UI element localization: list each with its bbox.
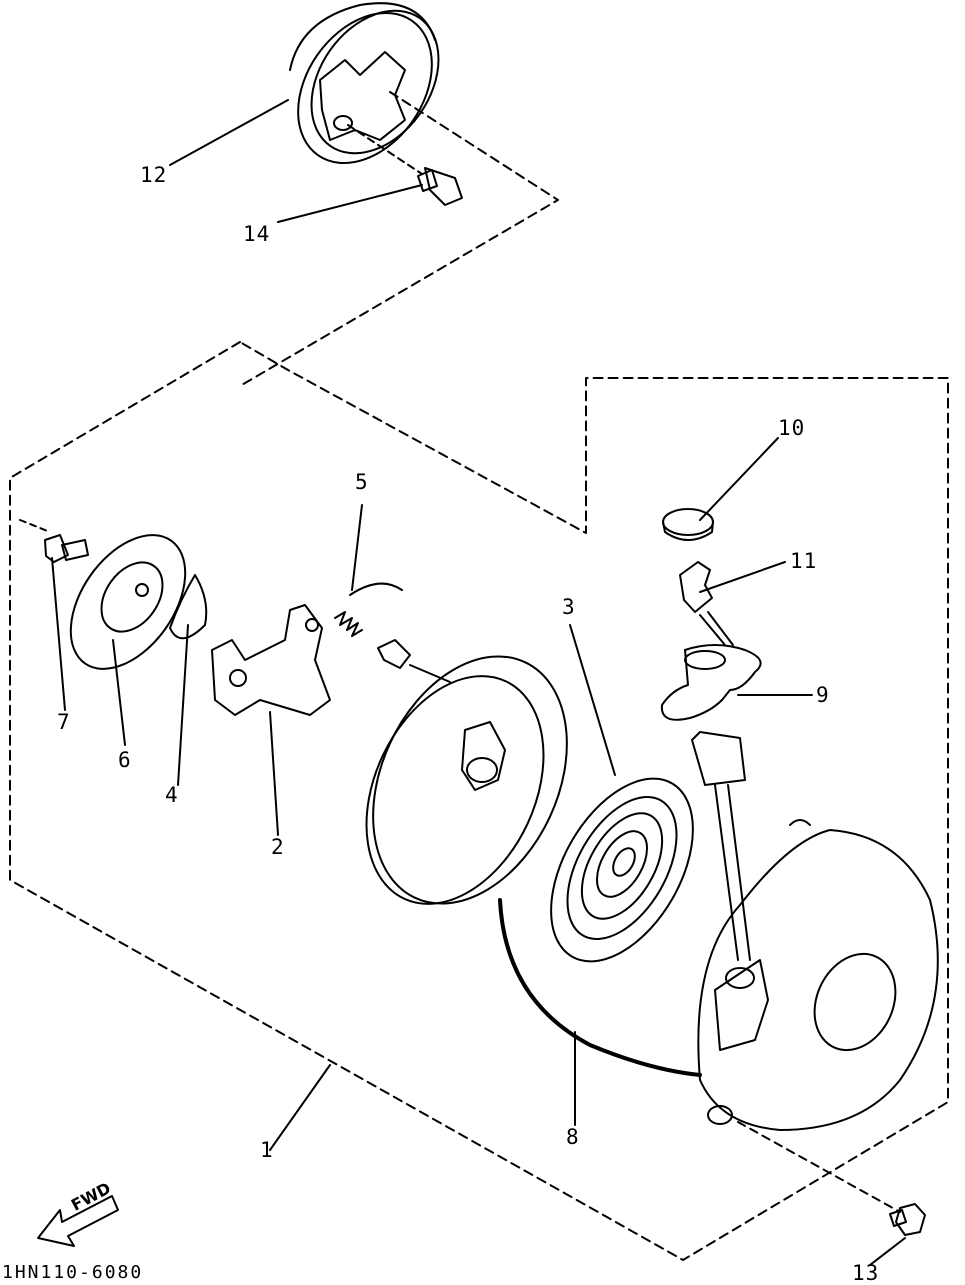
plate-6-drawing: [69, 534, 187, 670]
callout-7: 7: [57, 710, 71, 734]
callout-6: 6: [118, 748, 132, 772]
callout-4: 4: [165, 783, 179, 807]
recoil-spring-3-drawing: [550, 777, 694, 963]
callout-9: 9: [816, 683, 830, 707]
leader-4: [177, 624, 189, 786]
drawing-code: 1HN110-6080: [2, 1262, 144, 1283]
pawl-2-drawing: [211, 604, 331, 716]
rope-end-drawing: [377, 639, 411, 669]
leader-3: [569, 624, 616, 776]
callout-11: 11: [790, 549, 818, 573]
callout-5: 5: [355, 470, 369, 494]
leader-10: [699, 437, 779, 521]
clip-4-drawing: [169, 574, 208, 640]
assembly-boundary: [9, 341, 949, 1261]
starter-pulley-drawing: [289, 2, 440, 164]
projection-line-bottom: [737, 1121, 901, 1213]
callout-14: 14: [243, 222, 271, 246]
cap-10-drawing: [662, 508, 714, 541]
handle-9-drawing: [660, 611, 762, 786]
leader-13: [869, 1237, 906, 1266]
leader-6: [112, 639, 126, 746]
rope-8-drawing: [498, 898, 702, 1077]
fwd-arrow: [37, 1195, 119, 1247]
leader-5: [351, 504, 363, 591]
bolt-7-drawing: [44, 534, 89, 563]
callout-12: 12: [140, 163, 168, 187]
callout-1: 1: [260, 1138, 274, 1162]
knot-11-drawing: [679, 561, 713, 613]
bolt-14-drawing: [347, 124, 463, 206]
callout-3: 3: [562, 595, 576, 619]
leader-2: [269, 711, 279, 836]
callout-2: 2: [271, 835, 285, 859]
spring-5-drawing: [334, 582, 403, 637]
starter-case-drawing: [697, 819, 939, 1131]
bolt-13-drawing: [889, 1203, 926, 1236]
leader-12: [169, 99, 289, 166]
leader-7: [51, 557, 66, 711]
callout-8: 8: [566, 1125, 580, 1149]
leader-14: [277, 184, 423, 223]
leader-1: [269, 1064, 331, 1151]
projection-line-top: [239, 91, 559, 387]
drum-drawing: [365, 655, 568, 905]
handle-rope-drawing: [714, 784, 751, 961]
leader-11: [699, 561, 786, 593]
projection-line-left: [19, 519, 51, 533]
callout-13: 13: [852, 1261, 880, 1285]
callout-10: 10: [778, 416, 806, 440]
